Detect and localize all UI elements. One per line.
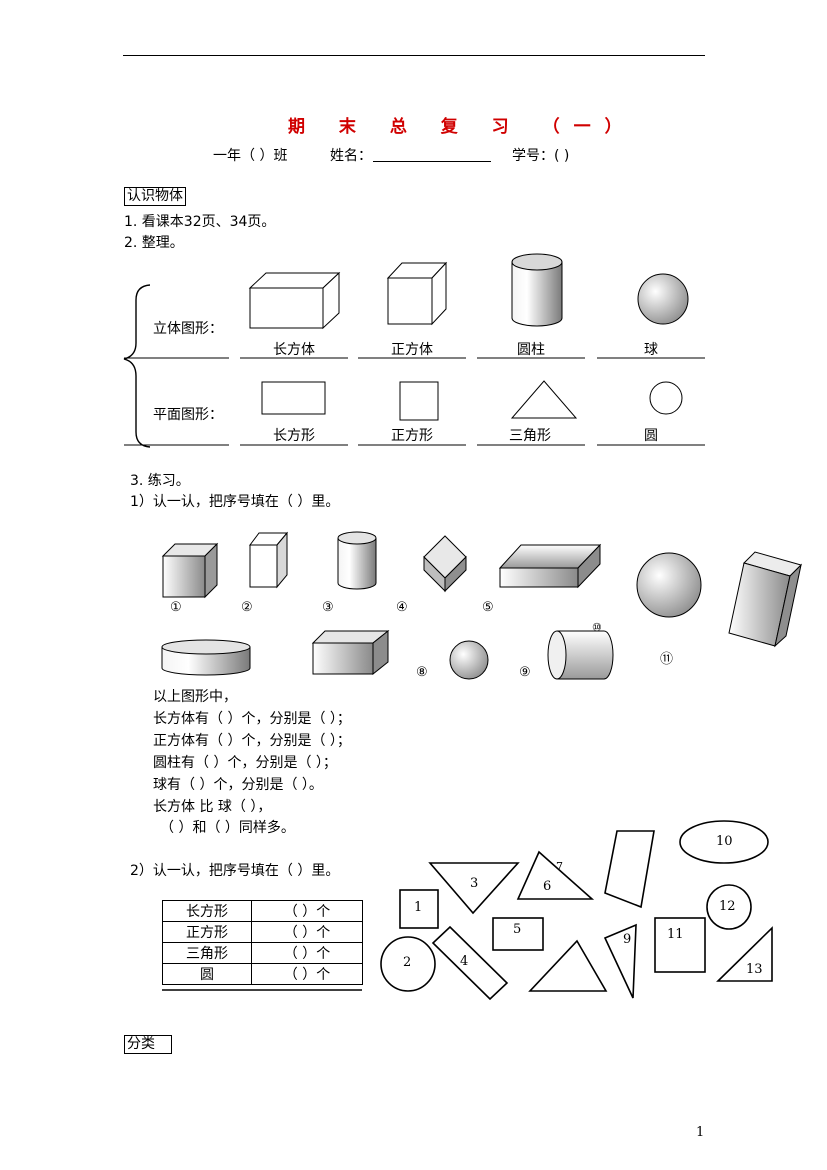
solid-row-label: 立体图形： — [153, 321, 223, 337]
answer-line-cylinder: 圆柱有（ ）个，分别是（ ）； — [153, 755, 337, 771]
square-icon — [399, 381, 439, 421]
table-cell-shape: 正方形 — [162, 921, 252, 943]
plane-1-square-icon — [399, 889, 439, 929]
top-rule — [123, 55, 705, 56]
exercise-heading: 3. 练习。 — [130, 473, 190, 489]
solid-4-cube-icon — [423, 535, 467, 593]
plane-number-10: 10 — [716, 834, 733, 849]
cylinder-icon — [511, 253, 563, 327]
brace-icon — [123, 284, 151, 448]
solid-name-cube: 正方体 — [391, 342, 433, 358]
plane-number-12: 12 — [719, 899, 736, 914]
solid-flat-cylinder-icon — [161, 639, 251, 676]
count-table: 长方形 （ ）个 正方形 （ ）个 三角形 （ ）个 圆 （ ）个 — [162, 900, 363, 985]
plane-11-square-icon — [654, 917, 706, 973]
plane-5-rectangle-icon — [492, 917, 544, 951]
solid-name-cuboid: 长方体 — [273, 342, 315, 358]
name-underline[interactable] — [373, 161, 491, 162]
cube-icon — [386, 261, 448, 326]
question-2: 2）认一认，把序号填在（ ）里。 — [130, 863, 340, 879]
page-title: 期 末 总 复 习 （一） — [288, 117, 636, 137]
shape-number-11: ⑪ — [660, 652, 674, 667]
answer-line-cube: 正方体有（ ）个，分别是（ ）； — [153, 733, 351, 749]
student-no-field: 学号：( ) — [512, 148, 570, 164]
shape-number-4: ④ — [396, 600, 408, 615]
plane-4-rectangle-icon — [431, 925, 509, 1001]
plane-7-triangle-icon — [528, 939, 608, 992]
shape-number-3: ③ — [322, 600, 334, 615]
plane-number-4: 4 — [460, 954, 469, 969]
plane-name-circle: 圆 — [644, 428, 658, 444]
plane-13-triangle-icon — [716, 926, 773, 982]
solid-5-cuboid-icon — [498, 543, 602, 589]
table-row: 圆 （ ）个 — [162, 963, 363, 985]
solid-1-cube-icon — [161, 542, 219, 599]
solid-6-sphere-icon — [636, 552, 702, 618]
plane-number-3: 3 — [470, 876, 479, 891]
section-heading-classify: 分类 — [124, 1035, 172, 1054]
plane-number-11: 11 — [667, 927, 684, 942]
plane-number-7: 7 — [556, 860, 563, 873]
plane-number-13: 13 — [746, 962, 763, 977]
plane-name-square: 正方形 — [391, 428, 433, 444]
table-cell-count[interactable]: （ ）个 — [251, 963, 363, 985]
table-row: 长方形 （ ）个 — [162, 900, 363, 922]
solid-2-cuboid-icon — [249, 531, 289, 589]
shape-number-10: ⑩ — [592, 621, 602, 634]
circle-icon — [649, 381, 683, 415]
plane-10-ellipse-icon — [679, 820, 769, 864]
plane-name-triangle: 三角形 — [509, 428, 551, 444]
shape-number-8: ⑧ — [416, 665, 428, 680]
section-heading-recognize: 认识物体 — [124, 187, 186, 206]
solid-name-cylinder: 圆柱 — [517, 342, 545, 358]
plane-number-2: 2 — [403, 955, 412, 970]
page-number: 1 — [696, 1125, 705, 1140]
table-cell-shape: 三角形 — [162, 942, 252, 964]
plane-figures — [380, 820, 773, 1001]
plane-number-1: 1 — [414, 900, 423, 915]
solid-name-sphere: 球 — [644, 342, 658, 358]
plane-12-circle-icon — [706, 884, 752, 930]
item-2: 2. 整理。 — [124, 235, 184, 251]
plane-row-label: 平面图形： — [153, 407, 223, 423]
item-1: 1. 看课本32页、34页。 — [124, 214, 276, 230]
triangle-icon — [510, 380, 578, 419]
solid-cuboid-lower-icon — [311, 629, 390, 676]
answer-line-cuboid: 长方体有（ ）个，分别是（ ）； — [153, 711, 351, 727]
answer-line-compare: 长方体 比 球（ ）， — [153, 799, 272, 815]
table-row: 正方形 （ ）个 — [162, 921, 363, 943]
shape-number-5: ⑤ — [482, 600, 494, 615]
solid-3-cylinder-icon — [337, 531, 377, 590]
rectangle-icon — [261, 381, 326, 415]
question-1: 1）认一认，把序号填在（ ）里。 — [130, 494, 340, 510]
plane-name-rectangle: 长方形 — [273, 428, 315, 444]
shape-number-2: ② — [241, 600, 253, 615]
answer-line-sphere: 球有（ ）个，分别是（ ）。 — [153, 777, 323, 793]
answer-line-intro: 以上图形中， — [153, 689, 237, 705]
answer-line-same: （ ）和（ ）同样多。 — [160, 820, 295, 836]
table-cell-shape: 圆 — [162, 963, 252, 985]
solid-8-sphere-icon — [449, 640, 489, 680]
table-cell-count[interactable]: （ ）个 — [251, 900, 363, 922]
plane-3-triangle-icon — [428, 862, 520, 915]
plane-number-5: 5 — [513, 922, 522, 937]
plane-9-triangle-icon — [603, 923, 637, 999]
plane-2-circle-icon — [380, 936, 436, 992]
shape-number-9: ⑨ — [519, 665, 531, 680]
plane-8-quadrilateral-icon — [604, 830, 655, 909]
shape-number-1: ① — [170, 600, 182, 615]
plane-number-6: 6 — [543, 879, 552, 894]
name-label: 姓名： — [330, 148, 372, 164]
plane-6-triangle-icon — [516, 850, 595, 900]
plane-number-9: 9 — [623, 932, 632, 947]
cuboid-icon — [248, 271, 341, 330]
class-field: 一年（ ）班 — [213, 148, 288, 164]
row-underlines — [124, 357, 705, 446]
sphere-icon — [637, 273, 689, 325]
solid-10-cylinder-icon — [547, 630, 614, 680]
solid-7-cuboid-icon — [728, 551, 802, 648]
